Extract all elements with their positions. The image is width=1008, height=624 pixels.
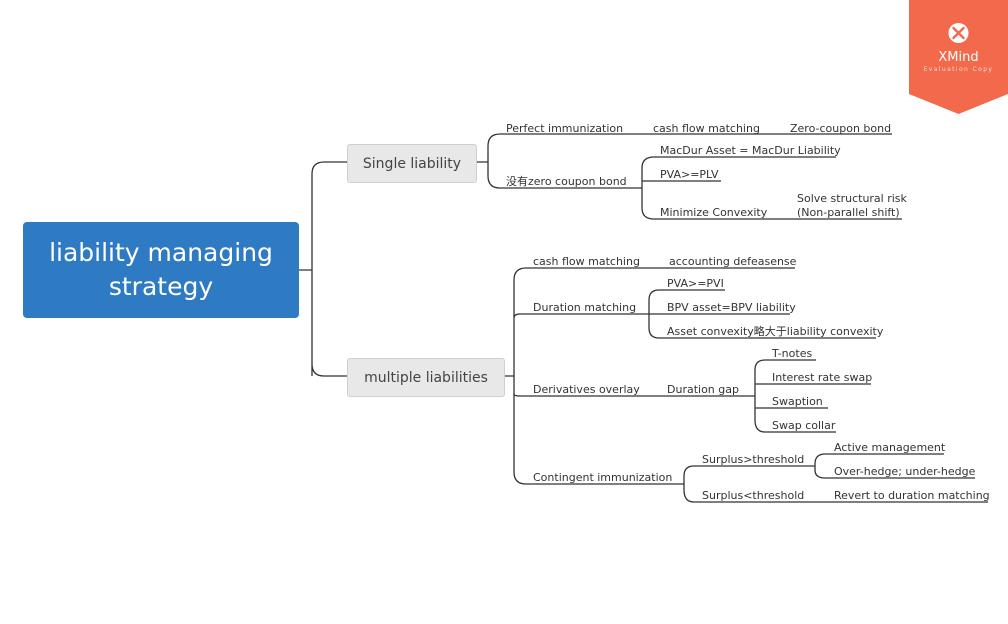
topic-single-cashflow-matching[interactable]: cash flow matching xyxy=(653,122,760,135)
topic-no-zero-coupon-bond[interactable]: 没有zero coupon bond xyxy=(506,175,627,188)
topic-multi-cashflow-matching[interactable]: cash flow matching xyxy=(533,255,640,268)
topic-contingent-immunization[interactable]: Contingent immunization xyxy=(533,471,673,484)
topic-macdur-match[interactable]: MacDur Asset = MacDur Liability xyxy=(660,144,841,157)
topic-multiple-liabilities-label: multiple liabilities xyxy=(364,369,488,386)
topic-multiple-liabilities[interactable]: multiple liabilities xyxy=(347,358,505,397)
topic-zero-coupon-bond[interactable]: Zero-coupon bond xyxy=(790,122,892,135)
topic-structural-risk-line1[interactable]: Solve structural risk xyxy=(797,192,907,205)
topic-swaption[interactable]: Swaption xyxy=(772,395,823,408)
root-topic-line1: liability managing xyxy=(49,238,273,267)
topic-surplus-above-threshold[interactable]: Surplus>threshold xyxy=(702,453,805,466)
topic-duration-matching[interactable]: Duration matching xyxy=(533,301,637,314)
root-topic-line2: strategy xyxy=(108,272,214,301)
topic-single-liability[interactable]: Single liability xyxy=(347,144,477,183)
xmind-evaluation-badge: XMind Evaluation Copy xyxy=(909,0,1008,114)
topic-asset-convexity[interactable]: Asset convexity略大于liability convexity xyxy=(667,325,884,338)
topic-active-management[interactable]: Active management xyxy=(834,441,946,454)
topic-t-notes[interactable]: T-notes xyxy=(772,347,813,360)
topic-single-liability-label: Single liability xyxy=(362,155,462,172)
topic-bpv-match[interactable]: BPV asset=BPV liability xyxy=(667,301,796,314)
xmind-evaluation-label: Evaluation Copy xyxy=(923,66,994,73)
topic-structural-risk-line2: (Non-parallel shift) xyxy=(797,206,900,219)
topic-pva-plv[interactable]: PVA>=PLV xyxy=(660,168,719,181)
topic-minimize-convexity[interactable]: Minimize Convexity xyxy=(660,206,768,219)
xmind-logo-icon xyxy=(948,23,969,43)
topic-interest-rate-swap[interactable]: Interest rate swap xyxy=(772,371,873,384)
topic-accounting-defeasance[interactable]: accounting defeasense xyxy=(669,255,797,268)
topic-surplus-below-threshold[interactable]: Surplus<threshold xyxy=(702,489,805,502)
topic-over-under-hedge[interactable]: Over-hedge; under-hedge xyxy=(834,465,976,478)
topic-swap-collar[interactable]: Swap collar xyxy=(772,419,836,432)
topic-revert-duration-matching[interactable]: Revert to duration matching xyxy=(834,489,990,502)
root-topic[interactable]: liability managing strategy xyxy=(23,222,299,318)
topic-derivatives-overlay[interactable]: Derivatives overlay xyxy=(533,383,640,396)
topic-duration-gap[interactable]: Duration gap xyxy=(667,383,739,396)
topic-pva-pvi[interactable]: PVA>=PVI xyxy=(667,277,724,290)
topic-perfect-immunization[interactable]: Perfect immunization xyxy=(506,122,624,135)
xmind-brand-name: XMind xyxy=(938,50,979,65)
